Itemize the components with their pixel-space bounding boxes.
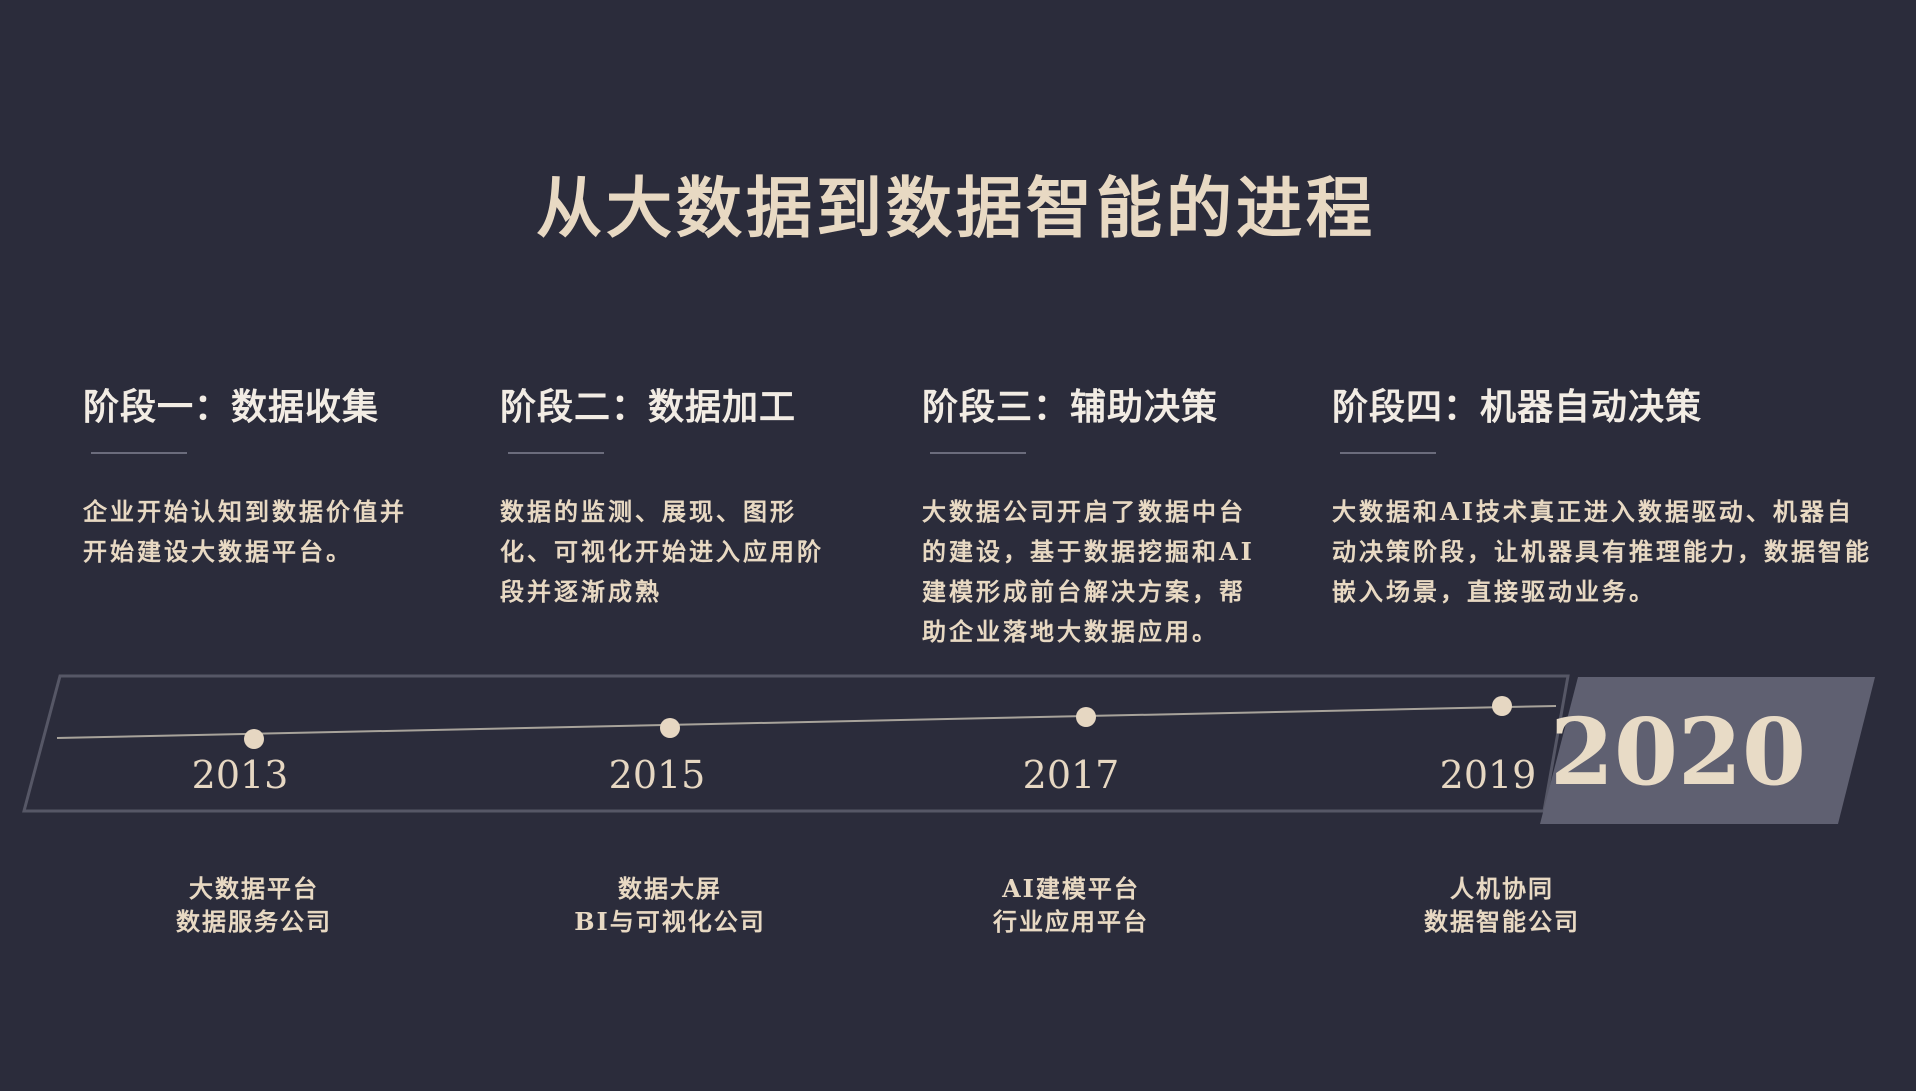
stage-2-description: 数据的监测、展现、图形化、可视化开始进入应用阶段并逐渐成熟 (500, 497, 824, 606)
year-label-2015: 2015 (609, 753, 706, 797)
stage-3-divider (930, 452, 1026, 454)
caption-2013-line1: 大数据平台 (189, 874, 319, 903)
timeline-line (56, 705, 1557, 739)
milestone-dot-2017 (1076, 707, 1096, 727)
milestone-dot-2015 (660, 718, 680, 738)
caption-2019-line2: 数据智能公司 (1424, 907, 1580, 936)
caption-2015-line2: BI与可视化公司 (574, 907, 766, 936)
caption-2015-line1: 数据大屏 (618, 874, 722, 903)
final-year-label: 2020 (1550, 698, 1806, 806)
stage-1-description: 企业开始认知到数据价值并开始建设大数据平台。 (83, 497, 407, 566)
stage-1: 阶段一：数据收集 企业开始认知到数据价值并开始建设大数据平台。 (83, 378, 433, 572)
stage-4-title: 阶段四：机器自动决策 (1332, 386, 1703, 428)
stage-3-description: 大数据公司开启了数据中台的建设，基于数据挖掘和AI建模形成前台解决方案，帮助企业… (922, 497, 1255, 646)
stage-2-divider (508, 452, 604, 454)
stage-2-title: 阶段二：数据加工 (500, 386, 797, 428)
milestone-caption-2015: 数据大屏 BI与可视化公司 (520, 872, 820, 938)
stage-1-title: 阶段一：数据收集 (83, 386, 380, 428)
stage-3: 阶段三：辅助决策 大数据公司开启了数据中台的建设，基于数据挖掘和AI建模形成前台… (922, 378, 1272, 652)
stage-4-divider (1340, 452, 1436, 454)
milestone-caption-2017: AI建模平台 行业应用平台 (921, 872, 1221, 938)
page-title: 从大数据到数据智能的进程 (536, 169, 1376, 247)
stage-2: 阶段二：数据加工 数据的监测、展现、图形化、可视化开始进入应用阶段并逐渐成熟 (500, 378, 845, 612)
final-year-box (1540, 677, 1875, 824)
year-label-2017: 2017 (1023, 753, 1120, 797)
caption-2017-line2: 行业应用平台 (993, 907, 1149, 936)
stage-1-divider (91, 452, 187, 454)
caption-2019-line1: 人机协同 (1450, 874, 1554, 903)
year-label-2019: 2019 (1440, 753, 1537, 797)
right-edge-strip (1916, 0, 1920, 1091)
caption-2017-line1: AI建模平台 (1002, 874, 1140, 903)
milestone-caption-2019: 人机协同 数据智能公司 (1352, 872, 1652, 938)
milestone-dot-2013 (244, 729, 264, 749)
stage-4-description: 大数据和AI技术真正进入数据驱动、机器自动决策阶段，让机器具有推理能力，数据智能… (1332, 497, 1872, 606)
stage-4: 阶段四：机器自动决策 大数据和AI技术真正进入数据驱动、机器自动决策阶段，让机器… (1332, 378, 1877, 612)
stage-3-title: 阶段三：辅助决策 (922, 386, 1219, 428)
caption-2013-line2: 数据服务公司 (176, 907, 332, 936)
milestone-dot-2019 (1492, 696, 1512, 716)
year-label-2013: 2013 (192, 753, 289, 797)
milestone-caption-2013: 大数据平台 数据服务公司 (104, 872, 404, 938)
